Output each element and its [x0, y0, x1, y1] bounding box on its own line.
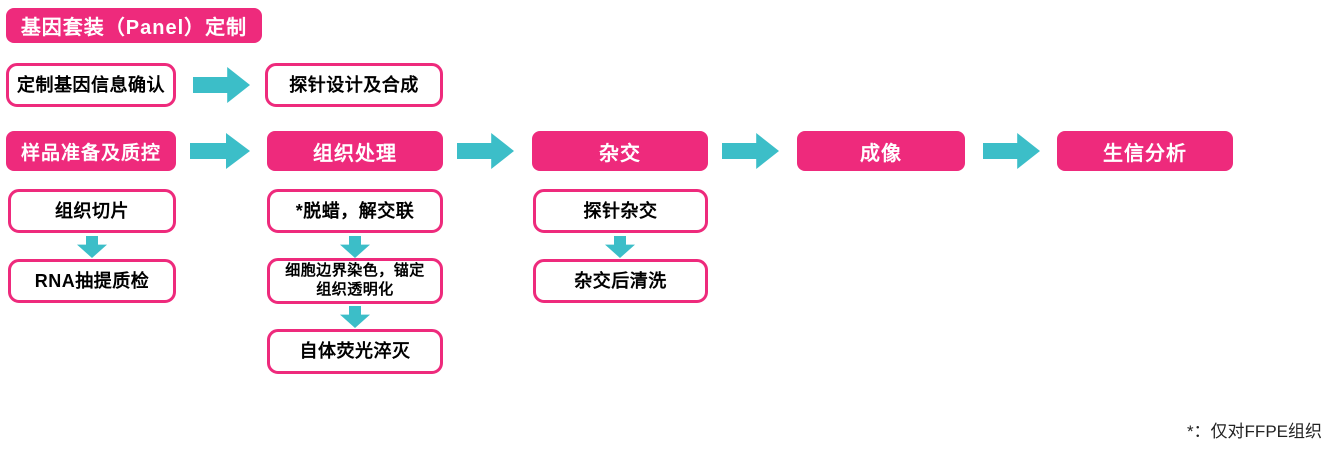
- stage-tissue-processing: 组织处理: [267, 131, 443, 171]
- arrow-right-icon: [193, 67, 250, 103]
- substep-rna-extraction-qc: RNA抽提质检: [8, 259, 176, 303]
- substep-post-hybridization-wash-label: 杂交后清洗: [574, 270, 667, 291]
- arrow-down-icon: [76, 236, 108, 258]
- header-label: 基因套装（Panel）定制: [20, 17, 248, 39]
- substep-cell-boundary-staining-label: 细胞边界染色，锚定 组织透明化: [285, 262, 425, 298]
- stage-bioinformatics-label: 生信分析: [1103, 142, 1187, 165]
- substep-dewax-decrosslink: *脱蜡，解交联: [267, 189, 443, 233]
- stage-imaging-label: 成像: [860, 142, 902, 165]
- step-gene-info-confirm-label: 定制基因信息确认: [17, 74, 165, 95]
- stage-sample-prep: 样品准备及质控: [6, 131, 176, 171]
- arrow-right-icon: [983, 133, 1040, 169]
- substep-tissue-sectioning-label: 组织切片: [55, 200, 129, 221]
- substep-dewax-decrosslink-label: *脱蜡，解交联: [295, 200, 415, 221]
- arrow-down-icon: [604, 236, 636, 258]
- substep-post-hybridization-wash: 杂交后清洗: [533, 259, 708, 303]
- footnote: *：仅对FFPE组织: [1186, 422, 1322, 441]
- arrow-down-icon: [339, 236, 371, 258]
- substep-cell-boundary-staining: 细胞边界染色，锚定 组织透明化: [267, 258, 443, 304]
- arrow-down-icon: [339, 306, 371, 328]
- arrow-right-icon: [190, 133, 250, 169]
- substep-autofluorescence-quenching-label: 自体荧光淬灭: [299, 341, 411, 362]
- stage-bioinformatics: 生信分析: [1057, 131, 1233, 171]
- substep-autofluorescence-quenching: 自体荧光淬灭: [267, 329, 443, 374]
- stage-imaging: 成像: [797, 131, 965, 171]
- stage-hybridization-label: 杂交: [599, 142, 641, 165]
- stage-sample-prep-label: 样品准备及质控: [20, 142, 161, 164]
- substep-probe-hybridization: 探针杂交: [533, 189, 708, 233]
- header-banner: 基因套装（Panel）定制: [6, 8, 262, 43]
- step-probe-design: 探针设计及合成: [265, 63, 443, 107]
- step-gene-info-confirm: 定制基因信息确认: [6, 63, 176, 107]
- stage-hybridization: 杂交: [532, 131, 708, 171]
- substep-rna-extraction-qc-label: RNA抽提质检: [34, 270, 150, 291]
- step-probe-design-label: 探针设计及合成: [289, 74, 419, 95]
- arrow-right-icon: [457, 133, 514, 169]
- substep-probe-hybridization-label: 探针杂交: [583, 200, 658, 221]
- arrow-right-icon: [722, 133, 779, 169]
- substep-tissue-sectioning: 组织切片: [8, 189, 176, 233]
- stage-tissue-processing-label: 组织处理: [313, 142, 397, 165]
